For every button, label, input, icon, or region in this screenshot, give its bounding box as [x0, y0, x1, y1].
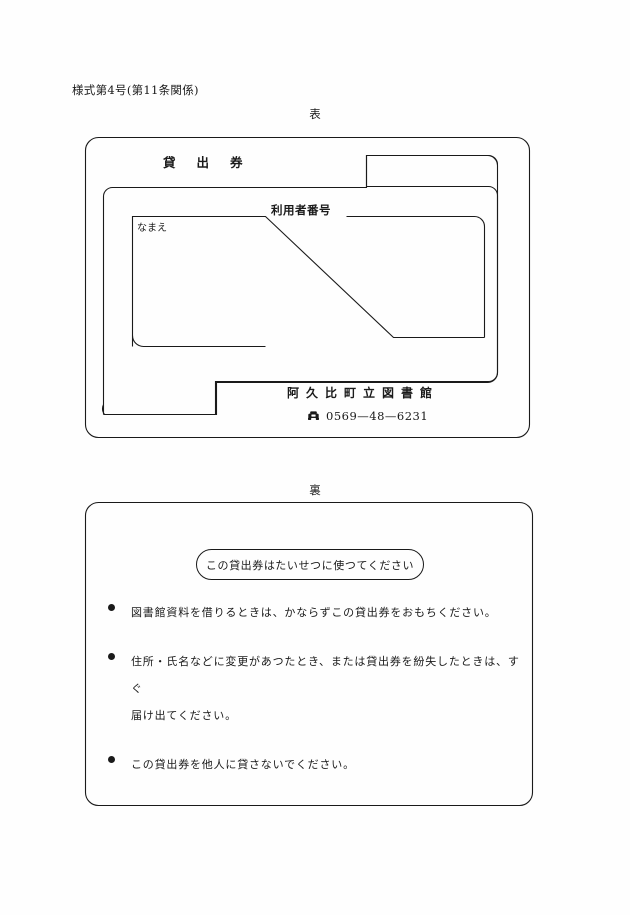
front-card-outline [84, 136, 531, 439]
library-phone-row: 0569—48—6231 [308, 409, 428, 423]
rule-text: 住所・氏名などに変更があつたとき、または貸出券を紛失したときは、すぐ 届け出てく… [131, 654, 520, 722]
notice-pill: この貸出券はたいせつに使つてください [196, 549, 424, 580]
rules-list: 図書館資料を借りるときは、かならずこの貸出券をおもちください。 住所・氏名などに… [108, 600, 528, 801]
front-card-inner-frame [102, 154, 499, 416]
list-item: 図書館資料を借りるときは、かならずこの貸出券をおもちください。 [108, 600, 528, 627]
front-side-caption: 表 [309, 107, 321, 121]
form-number-heading: 様式第4号(第11条関係) [72, 83, 199, 97]
name-box-diagonal [131, 215, 485, 347]
front-card-inner-frame-right [103, 154, 499, 416]
name-box-bottom [131, 335, 266, 348]
card-title-lending-card: 貸出券 [163, 155, 264, 170]
user-number-box [346, 215, 486, 338]
rule-text: 図書館資料を借りるときは、かならずこの貸出券をおもちください。 [131, 606, 497, 619]
library-name: 阿久比町立図書館 [287, 386, 440, 400]
back-side-caption: 裏 [309, 483, 321, 497]
bullet-icon [108, 755, 115, 763]
bullet-icon [108, 604, 115, 611]
back-card-outline [84, 501, 534, 807]
user-number-field-label: 利用者番号 [271, 203, 331, 217]
library-phone-number: 0569—48—6231 [326, 409, 429, 423]
notice-text: この貸出券はたいせつに使つてください [205, 558, 415, 572]
name-field-label: なまえ [137, 223, 167, 234]
rule-text: この貸出券を他人に貸さないでください。 [131, 757, 355, 771]
list-item: 住所・氏名などに変更があつたとき、または貸出券を紛失したときは、すぐ 届け出てく… [108, 649, 528, 730]
list-item: この貸出券を他人に貸さないでください。 [108, 752, 528, 779]
bullet-icon [108, 652, 115, 660]
telephone-icon [308, 411, 319, 421]
